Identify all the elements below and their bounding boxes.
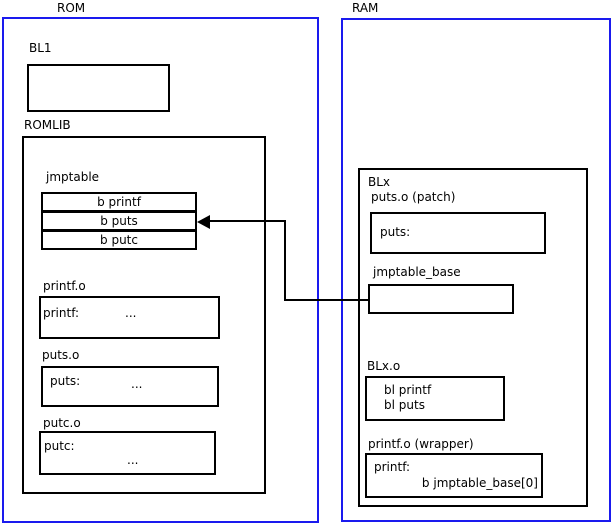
putc-o-box: putc: ... xyxy=(39,431,216,475)
puts-patch-box: puts: xyxy=(370,212,546,254)
blx-o-label: BLx.o xyxy=(367,359,401,373)
arrow-segment-horizontal-lower xyxy=(284,299,369,301)
ram-title: RAM xyxy=(352,1,379,15)
blx-o-box: bl printf bl puts xyxy=(365,376,505,421)
jmptable-base-label: jmptable_base xyxy=(373,265,461,279)
printf-wrapper-box: printf: b jmptable_base[0] xyxy=(365,453,543,498)
puts-o-label: puts.o xyxy=(42,348,80,362)
rom-title: ROM xyxy=(57,1,86,15)
jmptable-row-b-printf: b printf xyxy=(41,192,197,212)
printf-o-label: printf.o xyxy=(43,279,86,293)
arrow-segment-horizontal-upper xyxy=(209,220,286,222)
romlib-label: ROMLIB xyxy=(24,118,71,132)
arrow-segment-vertical xyxy=(284,220,286,301)
puts-patch-label: puts.o (patch) xyxy=(371,190,456,204)
jmptable-base-box xyxy=(368,284,514,314)
printf-wrapper-label: printf.o (wrapper) xyxy=(368,437,474,451)
jmptable-row-b-putc: b putc xyxy=(41,230,197,250)
arrow-head-to-b-puts xyxy=(197,215,210,229)
printf-symbol: printf: xyxy=(43,306,80,320)
bl1-label: BL1 xyxy=(29,41,52,55)
bl1-box xyxy=(27,64,170,112)
blx-label: BLx xyxy=(368,175,391,189)
jmptable-label: jmptable xyxy=(46,170,100,184)
printf-o-box: printf: ... xyxy=(39,296,220,339)
puts-symbol: puts: xyxy=(50,374,81,388)
printf-wrapper-symbol: printf: xyxy=(374,460,411,474)
puts-body-ellipsis: ... xyxy=(131,377,143,391)
puts-patch-symbol: puts: xyxy=(380,225,411,239)
printf-body-ellipsis: ... xyxy=(125,306,137,320)
putc-body-ellipsis: ... xyxy=(127,453,139,467)
putc-o-label: putc.o xyxy=(43,416,81,430)
putc-symbol: putc: xyxy=(44,439,75,453)
puts-o-box: puts: ... xyxy=(41,366,219,407)
blx-o-line-bl-printf: bl printf xyxy=(384,383,432,397)
jmptable-row-b-puts: b puts xyxy=(41,211,197,231)
blx-o-line-bl-puts: bl puts xyxy=(384,398,425,412)
printf-wrapper-instruction: b jmptable_base[0] xyxy=(421,476,538,490)
